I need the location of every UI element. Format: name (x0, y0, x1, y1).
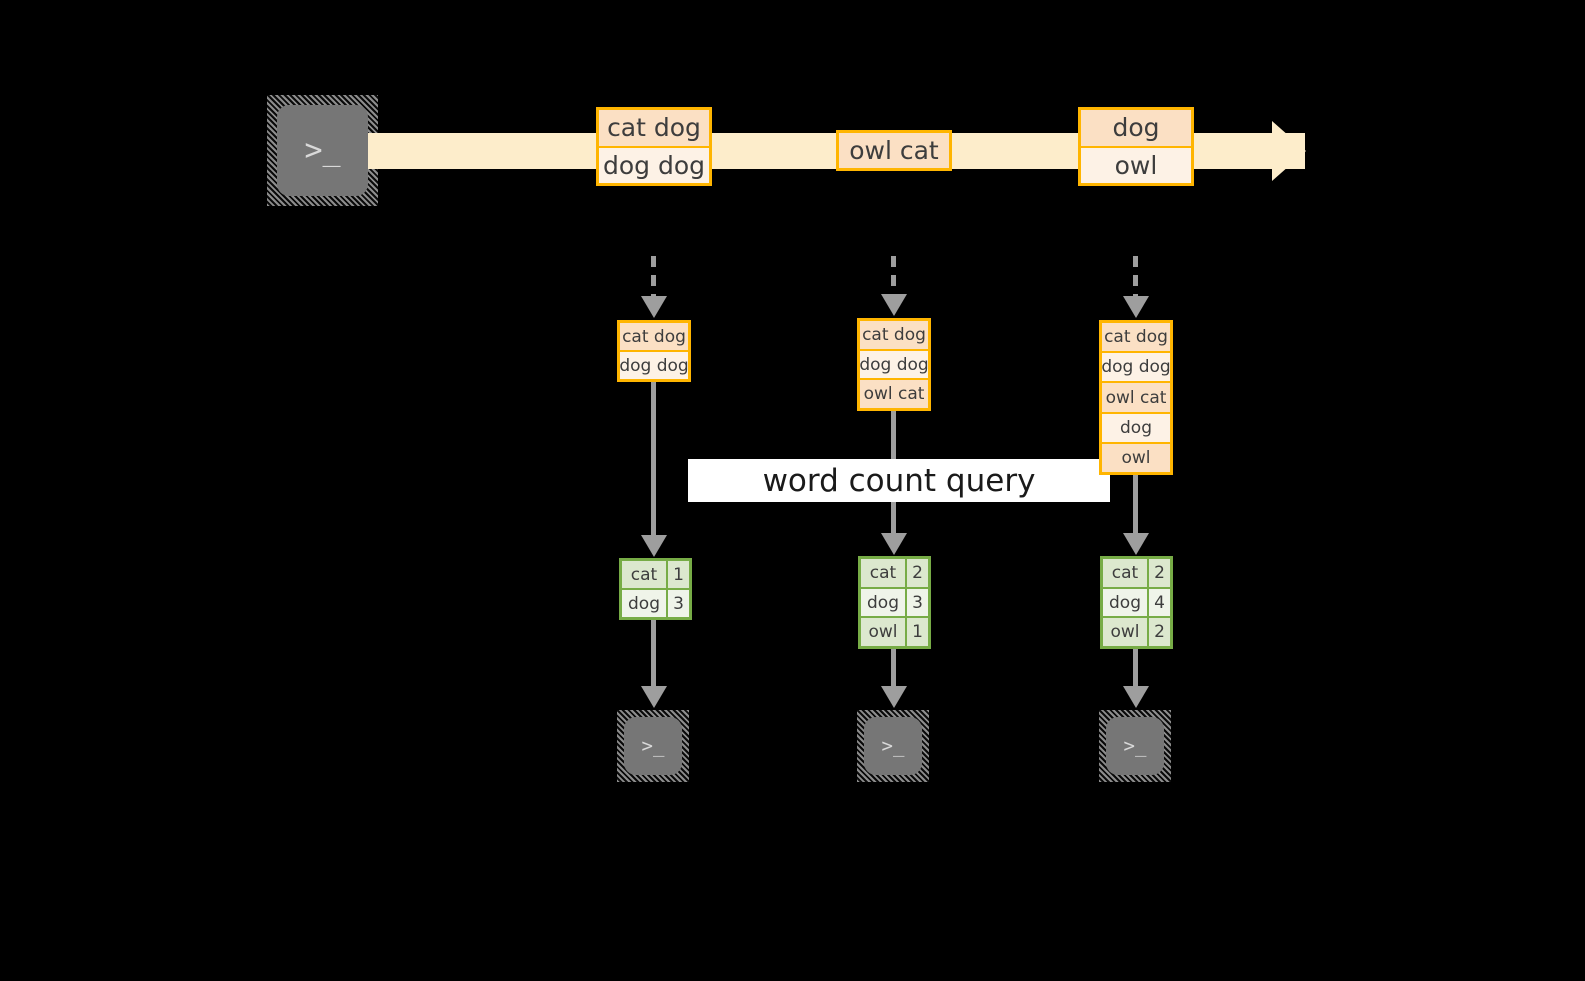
result-word: cat (622, 561, 666, 588)
terminal-body (1106, 717, 1164, 775)
result-count: 4 (1147, 588, 1170, 617)
snapshot-3-query-arrow-shaft (1133, 475, 1138, 535)
snapshot-3-sink-arrow-shaft (1133, 649, 1138, 688)
table-row: cat 2 (1103, 559, 1170, 587)
snapshot-1-tap-arrow-shaft (651, 256, 656, 298)
buffer-row: owl cat (860, 378, 928, 409)
terminal-prompt-glyph: >_ (304, 132, 341, 168)
result-count: 3 (666, 590, 689, 617)
table-row: cat 2 (861, 559, 928, 587)
stream-event-2-line-1: owl cat (839, 133, 949, 168)
result-count: 1 (905, 618, 928, 647)
snapshot-2-buffer[interactable]: cat dog dog dog owl cat (857, 318, 931, 411)
table-row: owl 2 (1103, 616, 1170, 647)
table-row: cat 1 (622, 561, 689, 588)
result-word: owl (861, 618, 905, 647)
snapshot-2-tap-arrow-shaft (891, 256, 896, 296)
snapshot-1-result-table[interactable]: cat 1 dog 3 (619, 558, 692, 620)
result-word: dog (622, 590, 666, 617)
result-count: 3 (905, 588, 928, 617)
query-banner: word count query (688, 459, 1110, 502)
table-row: dog 3 (861, 586, 928, 617)
terminal-prompt-glyph: >_ (641, 734, 665, 757)
buffer-row: dog dog (1101, 351, 1171, 382)
snapshot-2-tap-arrow-head (881, 294, 907, 316)
table-row: owl 1 (861, 616, 928, 647)
buffer-row: dog (1102, 411, 1170, 442)
stream-source-terminal-icon: >_ (267, 95, 378, 206)
snapshot-1-query-arrow-shaft (651, 382, 656, 537)
stream-event-1[interactable]: cat dog dog dog (596, 107, 712, 186)
result-count: 2 (1147, 618, 1170, 647)
result-word: cat (1103, 559, 1147, 587)
terminal-body (864, 717, 922, 775)
snapshot-3-tap-arrow-shaft (1133, 256, 1138, 298)
stream-event-1-line-1: cat dog (599, 110, 709, 146)
snapshot-2-sink-arrow-shaft (891, 649, 896, 688)
result-word: dog (1103, 588, 1147, 617)
result-word: cat (861, 559, 905, 587)
query-banner-label: word count query (762, 462, 1036, 499)
result-word: dog (861, 588, 905, 617)
buffer-row: cat dog (1102, 323, 1170, 352)
stream-event-2[interactable]: owl cat (836, 130, 952, 171)
buffer-row: cat dog (620, 323, 688, 350)
snapshot-1-buffer[interactable]: cat dog dog dog (617, 320, 691, 382)
result-count: 1 (666, 561, 689, 588)
table-row: dog 3 (622, 588, 689, 617)
snapshot-3-tap-arrow-head (1123, 296, 1149, 318)
table-row: dog 4 (1103, 586, 1170, 617)
buffer-row: dog dog (859, 348, 929, 379)
stream-event-3[interactable]: dog owl (1078, 107, 1194, 186)
terminal-body (277, 105, 368, 196)
terminal-prompt-glyph: >_ (881, 734, 905, 757)
stream-timeline-arrowhead (1272, 121, 1306, 181)
snapshot-2-result-table[interactable]: cat 2 dog 3 owl 1 (858, 556, 931, 649)
snapshot-1-sink-arrow-shaft (651, 620, 656, 688)
terminal-prompt-glyph: >_ (1123, 734, 1147, 757)
snapshot-2-sink-arrow-head (881, 686, 907, 708)
stream-event-1-line-2: dog dog (599, 145, 709, 183)
snapshot-2-sink-terminal-icon: >_ (857, 710, 929, 782)
terminal-body (624, 717, 682, 775)
snapshot-3-buffer[interactable]: cat dog dog dog owl cat dog owl (1099, 320, 1173, 475)
stream-event-3-line-1: dog (1081, 110, 1191, 146)
snapshot-3-query-arrow-head (1123, 533, 1149, 555)
result-word: owl (1103, 618, 1147, 647)
snapshot-3-result-table[interactable]: cat 2 dog 4 owl 2 (1100, 556, 1173, 649)
buffer-row: dog dog (619, 350, 689, 379)
snapshot-3-sink-arrow-head (1123, 686, 1149, 708)
snapshot-1-sink-arrow-head (641, 686, 667, 708)
stream-event-3-line-2: owl (1081, 145, 1191, 183)
snapshot-2-query-arrow-head (881, 533, 907, 555)
snapshot-1-tap-arrow-head (641, 296, 667, 318)
snapshot-1-query-arrow-head (641, 535, 667, 557)
snapshot-1-sink-terminal-icon: >_ (617, 710, 689, 782)
result-count: 2 (1147, 559, 1170, 587)
snapshot-3-sink-terminal-icon: >_ (1099, 710, 1171, 782)
result-count: 2 (905, 559, 928, 587)
buffer-row: cat dog (860, 321, 928, 349)
buffer-row: owl cat (1102, 381, 1170, 412)
buffer-row: owl (1102, 441, 1170, 473)
